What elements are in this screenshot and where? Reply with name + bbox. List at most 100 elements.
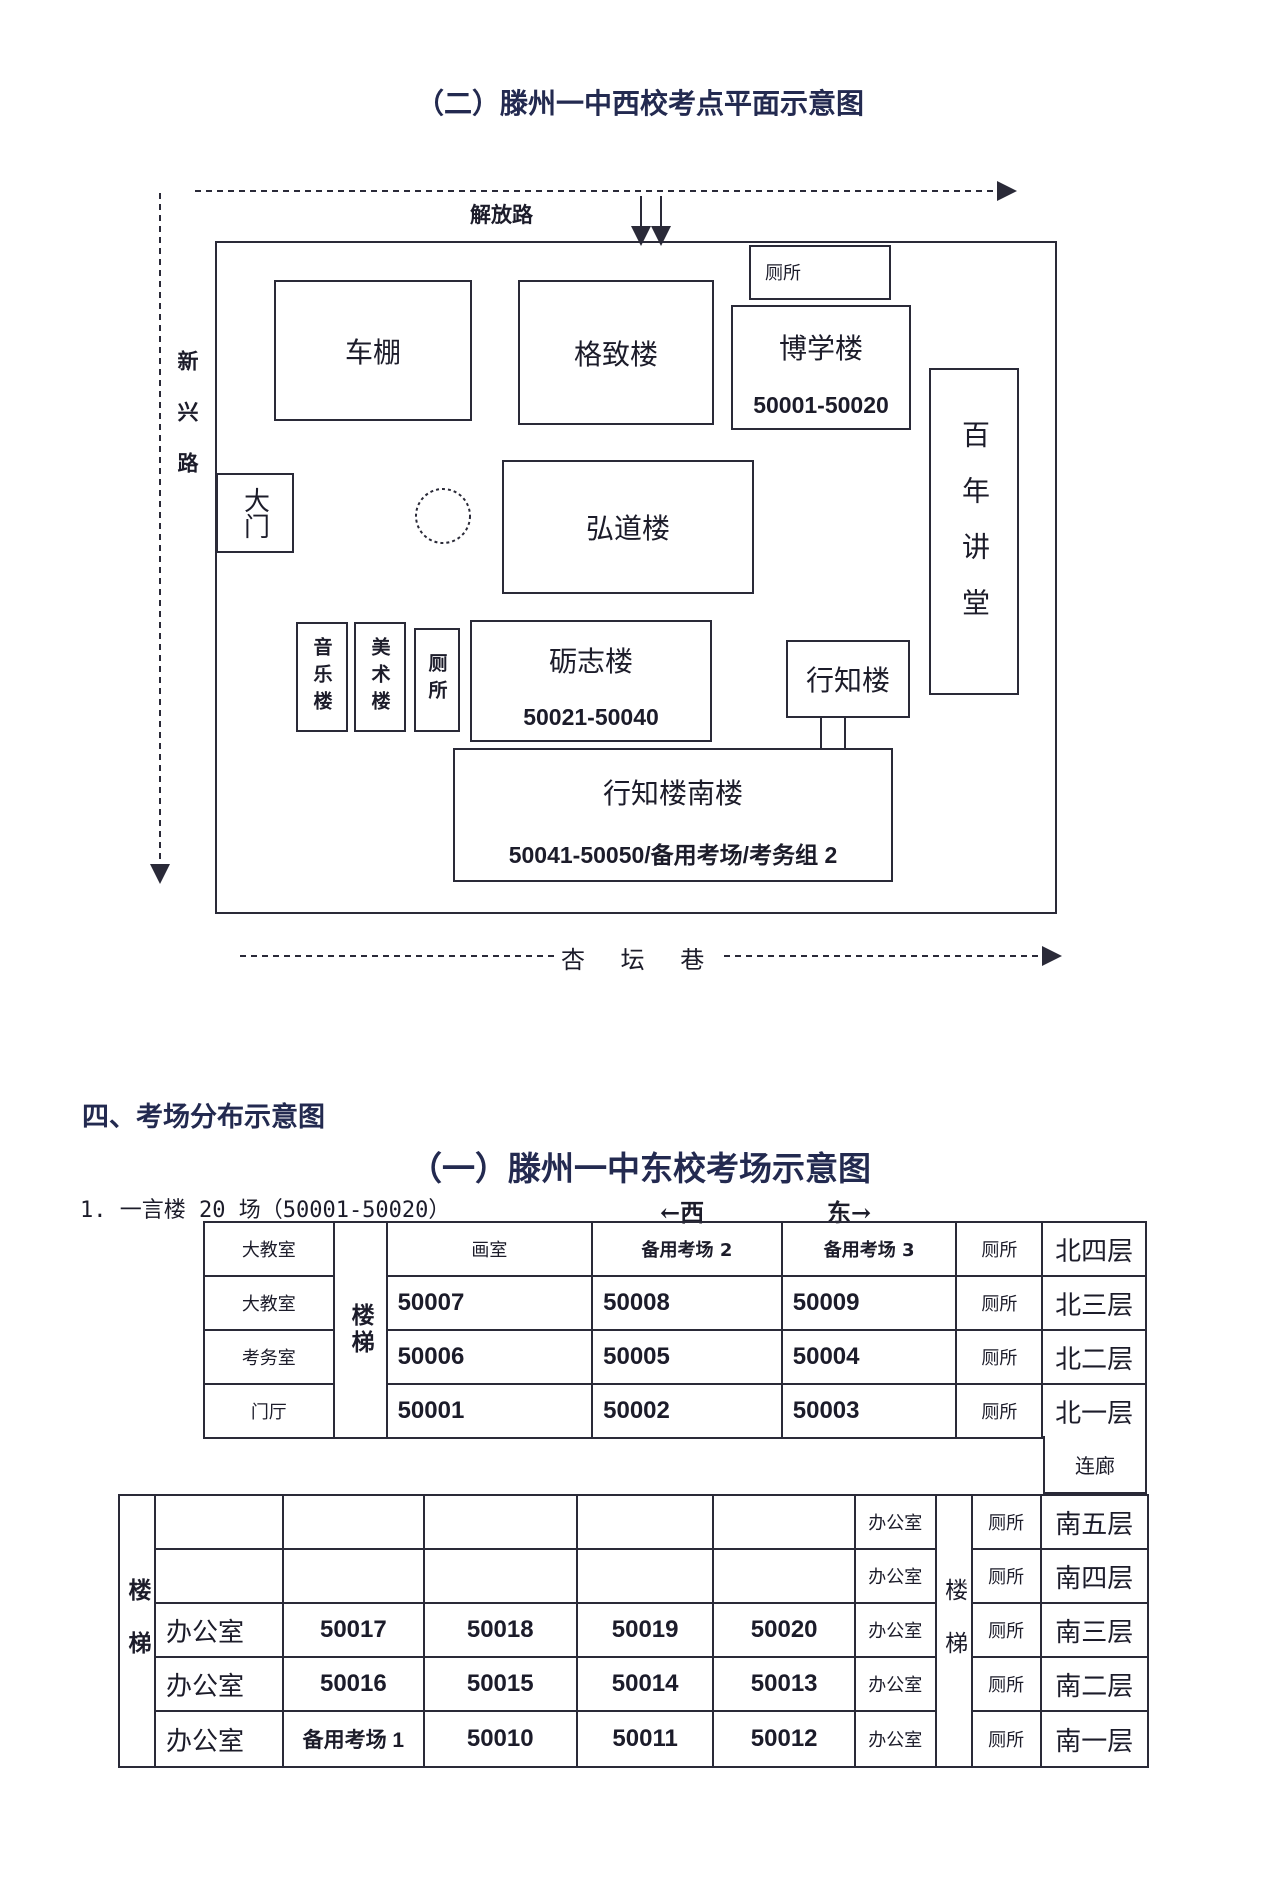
office-cell: 办公室 bbox=[853, 1548, 937, 1604]
roundabout bbox=[415, 488, 471, 544]
xingzhi-south-building: 行知楼南楼 50041-50050/备用考场/考务组 2 bbox=[453, 748, 893, 882]
room-cell: 50009 bbox=[780, 1275, 958, 1331]
toilet-cell: 厕所 bbox=[970, 1494, 1042, 1550]
room-cell: 办公室 bbox=[153, 1656, 285, 1712]
north-left-room: 大教室 bbox=[203, 1275, 335, 1331]
bike-shed: 车棚 bbox=[274, 280, 472, 421]
room-cell bbox=[422, 1548, 578, 1604]
boxue-label: 博学楼 bbox=[778, 332, 863, 365]
room-cell: 50017 bbox=[282, 1602, 425, 1658]
section-subtitle: （一）滕州一中东校考场示意图 bbox=[409, 1149, 871, 1188]
room-cell: 50013 bbox=[712, 1656, 856, 1712]
room-cell: 50004 bbox=[780, 1329, 958, 1385]
room-cell bbox=[282, 1494, 425, 1550]
floor-label: 南一层 bbox=[1039, 1710, 1150, 1768]
room-cell: 备用考场 2 bbox=[591, 1221, 783, 1277]
room-cell bbox=[575, 1548, 715, 1604]
room-cell: 50003 bbox=[780, 1383, 958, 1439]
office-cell: 办公室 bbox=[853, 1602, 937, 1658]
south-row-4: 办公室 厕所 南四层 bbox=[119, 1548, 1150, 1604]
gezhi-building: 格致楼 bbox=[518, 280, 714, 425]
room-cell: 50007 bbox=[385, 1275, 594, 1331]
room-cell: 50010 bbox=[422, 1710, 578, 1768]
north-row-3: 大教室 50007 50008 50009 厕所 北三层 bbox=[203, 1275, 1147, 1331]
room-cell bbox=[153, 1494, 285, 1550]
bainian-hall: 百年讲堂 bbox=[929, 368, 1019, 695]
toilet-mid: 厕所 bbox=[414, 628, 460, 732]
office-cell: 办公室 bbox=[853, 1710, 937, 1768]
xingzhi-south-label: 行知楼南楼 bbox=[602, 777, 743, 810]
room-cell: 办公室 bbox=[153, 1710, 285, 1768]
room-cell: 50012 bbox=[712, 1710, 856, 1768]
room-cell bbox=[422, 1494, 578, 1550]
south-row-1: 办公室 备用考场 1 50010 50011 50012 办公室 厕所 南一层 bbox=[119, 1710, 1150, 1768]
campus-boundary bbox=[215, 241, 1057, 914]
room-cell: 50014 bbox=[575, 1656, 715, 1712]
room-cell bbox=[712, 1494, 856, 1550]
music-building: 音乐楼 bbox=[296, 622, 348, 732]
floor-label: 北四层 bbox=[1041, 1221, 1147, 1277]
room-cell: 50008 bbox=[591, 1275, 783, 1331]
south-row-5: 楼梯 办公室 楼梯 厕所 南五层 bbox=[118, 1494, 1150, 1768]
floor-label: 南三层 bbox=[1039, 1602, 1150, 1658]
room-cell: 画室 bbox=[385, 1221, 594, 1277]
floor-label: 南四层 bbox=[1039, 1548, 1150, 1604]
room-cell: 办公室 bbox=[153, 1602, 285, 1658]
floor-label: 北一层 bbox=[1041, 1383, 1147, 1439]
room-cell: 50005 bbox=[591, 1329, 783, 1385]
north-row-1: 门厅 50001 50002 50003 厕所 北一层 bbox=[203, 1383, 1147, 1439]
room-cell: 50011 bbox=[575, 1710, 715, 1768]
toilet-cell: 厕所 bbox=[970, 1656, 1042, 1712]
toilet-cell: 厕所 bbox=[970, 1602, 1042, 1658]
south-road-label: 杏 坛 巷 bbox=[555, 940, 725, 975]
room-cell: 50006 bbox=[385, 1329, 594, 1385]
lizhi-building: 砺志楼 50021-50040 bbox=[470, 620, 712, 742]
room-cell: 50020 bbox=[712, 1602, 856, 1658]
room-cell: 50018 bbox=[422, 1602, 578, 1658]
xingzhi-building: 行知楼 bbox=[786, 640, 910, 718]
floor-label: 北二层 bbox=[1041, 1329, 1147, 1385]
room-cell bbox=[712, 1548, 856, 1604]
map-title: （二）滕州一中西校考点平面示意图 bbox=[415, 87, 864, 120]
north-building-table: 大教室 楼梯 画室 备用考场 2 备用考场 3 厕所 北四层 大教室 50007… bbox=[203, 1221, 1147, 1439]
north-left-room: 大教室 bbox=[203, 1221, 335, 1277]
hongdao-building: 弘道楼 bbox=[502, 460, 754, 594]
toilet-cell: 厕所 bbox=[955, 1275, 1044, 1331]
toilet-top: 厕所 bbox=[749, 245, 891, 300]
north-left-room: 门厅 bbox=[203, 1383, 335, 1439]
floor-label: 北三层 bbox=[1041, 1275, 1147, 1331]
south-stairs-right: 楼梯 bbox=[934, 1494, 973, 1768]
room-cell: 50001 bbox=[385, 1383, 594, 1439]
office-cell: 办公室 bbox=[853, 1494, 937, 1550]
room-cell: 50002 bbox=[591, 1383, 783, 1439]
building-caption: 1. 一言楼 20 场（50001-50020） bbox=[80, 1198, 451, 1223]
south-row-2: 办公室 50016 50015 50014 50013 办公室 厕所 南二层 bbox=[119, 1656, 1150, 1712]
boxue-range: 50001-50020 bbox=[753, 392, 889, 418]
north-stairs: 楼梯 bbox=[332, 1221, 388, 1439]
corridor: 连廊 bbox=[1043, 1436, 1147, 1494]
boxue-building: 博学楼 50001-50020 bbox=[731, 305, 911, 430]
toilet-cell: 厕所 bbox=[970, 1548, 1042, 1604]
north-row-2: 考务室 50006 50005 50004 厕所 北二层 bbox=[203, 1329, 1147, 1385]
north-road-label: 解放路 bbox=[470, 202, 533, 227]
gate: 大门 bbox=[216, 473, 294, 553]
room-cell bbox=[575, 1494, 715, 1550]
room-cell: 备用考场 3 bbox=[780, 1221, 958, 1277]
room-cell bbox=[153, 1548, 285, 1604]
toilet-cell: 厕所 bbox=[955, 1383, 1044, 1439]
lizhi-range: 50021-50040 bbox=[523, 704, 659, 730]
south-row-3: 办公室 50017 50018 50019 50020 办公室 厕所 南三层 bbox=[119, 1602, 1150, 1658]
north-row-4: 大教室 楼梯 画室 备用考场 2 备用考场 3 厕所 北四层 bbox=[203, 1221, 1147, 1439]
section-heading: 四、考场分布示意图 bbox=[82, 1102, 325, 1133]
room-cell: 50016 bbox=[282, 1656, 425, 1712]
north-left-room: 考务室 bbox=[203, 1329, 335, 1385]
room-cell: 备用考场 1 bbox=[282, 1710, 425, 1768]
room-cell bbox=[282, 1548, 425, 1604]
floor-label: 南二层 bbox=[1039, 1656, 1150, 1712]
west-road-label: 新兴路 bbox=[175, 350, 200, 503]
room-cell: 50015 bbox=[422, 1656, 578, 1712]
art-building: 美术楼 bbox=[354, 622, 406, 732]
room-cell: 50019 bbox=[575, 1602, 715, 1658]
toilet-cell: 厕所 bbox=[955, 1221, 1044, 1277]
toilet-cell: 厕所 bbox=[970, 1710, 1042, 1768]
